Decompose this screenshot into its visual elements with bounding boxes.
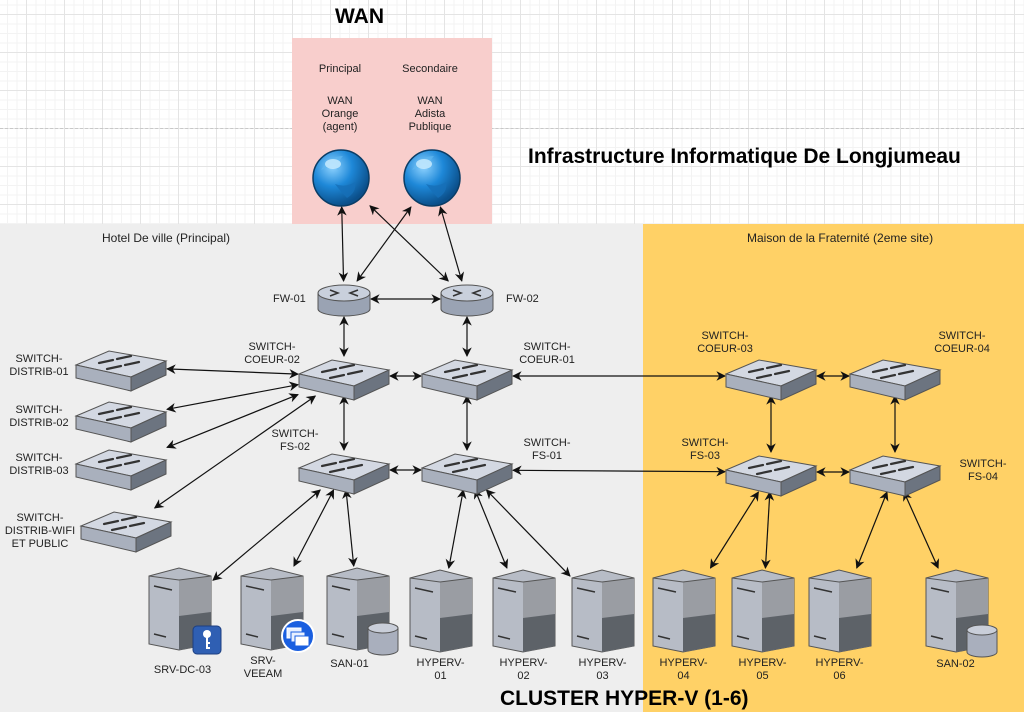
node-label-sc3: SWITCH- COEUR-03 — [697, 330, 753, 355]
link-sf2-san1[interactable] — [342, 489, 358, 567]
server-icon[interactable] — [925, 569, 998, 658]
grid-guide-line — [0, 128, 1024, 129]
switch-icon[interactable] — [420, 359, 514, 401]
node-label-sf4: SWITCH- FS-04 — [959, 458, 1007, 483]
node-label-fw1: FW-01 — [273, 293, 306, 305]
node-label-h6: HYPERV- 06 — [815, 657, 864, 682]
zone-label-maison-fraternite: Maison de la Fraternité (2eme site) — [747, 231, 934, 245]
link-fw2-wan2[interactable] — [438, 206, 465, 282]
wan-title: WAN — [335, 5, 384, 28]
switch-icon[interactable] — [724, 455, 818, 497]
link-sf2-dc3[interactable] — [212, 489, 321, 581]
zone-label-hotel-de-ville: Hotel De ville (Principal) — [102, 231, 231, 245]
server-icon[interactable] — [492, 569, 556, 653]
node-label-sc1: SWITCH- COEUR-01 — [519, 341, 575, 366]
link-sf4-san2[interactable] — [903, 491, 939, 569]
node-label-sd1: SWITCH- DISTRIB-01 — [9, 353, 69, 378]
server-icon[interactable] — [731, 569, 795, 653]
server-icon[interactable] — [571, 569, 635, 653]
server-icon[interactable] — [808, 569, 872, 653]
wan-label-orange: WAN Orange (agent) — [321, 95, 359, 133]
link-fw2-wan1[interactable] — [369, 205, 449, 282]
switch-icon[interactable] — [848, 455, 942, 497]
node-label-dc3: SRV-DC-03 — [153, 664, 212, 676]
link-sd2-sc2[interactable] — [166, 381, 299, 413]
node-label-sc2: SWITCH- COEUR-02 — [244, 341, 300, 366]
switch-icon[interactable] — [848, 359, 942, 401]
switch-icon[interactable] — [420, 453, 514, 495]
link-sf1-h1[interactable] — [445, 489, 467, 569]
node-label-san1: SAN-01 — [330, 658, 369, 670]
node-label-sc4: SWITCH- COEUR-04 — [934, 330, 990, 355]
node-label-sd2: SWITCH- DISTRIB-02 — [9, 404, 69, 429]
wan-label-adista: WAN Adista Publique — [408, 95, 452, 133]
globe-icon[interactable] — [312, 149, 370, 207]
router-icon[interactable] — [440, 284, 494, 317]
diagram-title: Infrastructure Informatique De Longjumea… — [528, 145, 961, 168]
switch-icon[interactable] — [74, 449, 168, 491]
windows-icon — [281, 619, 315, 653]
wan-role-principal: Principal — [318, 63, 362, 75]
link-sf3-h4[interactable] — [709, 491, 759, 569]
server-icon[interactable] — [409, 569, 473, 653]
switch-icon[interactable] — [79, 511, 173, 553]
link-fw1-wan1[interactable] — [337, 206, 349, 282]
key-icon — [192, 625, 222, 655]
node-label-sdw: SWITCH- DISTRIB-WIFI ET PUBLIC — [4, 512, 76, 550]
switch-icon[interactable] — [74, 350, 168, 392]
switch-icon[interactable] — [297, 359, 391, 401]
switch-icon[interactable] — [724, 359, 818, 401]
link-sf1-h2[interactable] — [473, 489, 509, 569]
wan-role-secondaire: Secondaire — [402, 63, 458, 75]
node-label-sf1: SWITCH- FS-01 — [523, 437, 571, 462]
node-label-h1: HYPERV- 01 — [416, 657, 465, 682]
link-sd1-sc2[interactable] — [166, 364, 299, 379]
link-fw1-wan2[interactable] — [356, 206, 412, 282]
node-label-sf3: SWITCH- FS-03 — [681, 437, 729, 462]
database-icon — [367, 622, 399, 656]
link-sdw-sc2[interactable] — [153, 395, 317, 509]
link-sf1-sf3[interactable] — [512, 465, 726, 477]
node-label-h4: HYPERV- 04 — [659, 657, 708, 682]
node-label-h3: HYPERV- 03 — [578, 657, 627, 682]
node-label-h5: HYPERV- 05 — [738, 657, 787, 682]
link-sf3-h5[interactable] — [761, 491, 775, 569]
server-icon[interactable] — [148, 567, 222, 655]
server-icon[interactable] — [326, 567, 399, 656]
server-icon[interactable] — [652, 569, 716, 653]
database-icon — [966, 624, 998, 658]
node-label-sd3: SWITCH- DISTRIB-03 — [9, 452, 69, 477]
link-sf4-h6[interactable] — [855, 491, 889, 569]
node-label-veeam: SRV- VEEAM — [243, 655, 283, 680]
node-label-san2: SAN-02 — [936, 658, 975, 670]
link-sf2-veeam[interactable] — [293, 489, 335, 567]
switch-icon[interactable] — [74, 401, 168, 443]
node-label-h2: HYPERV- 02 — [499, 657, 548, 682]
node-label-fw2: FW-02 — [506, 293, 539, 305]
switch-icon[interactable] — [297, 453, 391, 495]
globe-icon[interactable] — [403, 149, 461, 207]
link-sf1-h3[interactable] — [485, 489, 571, 577]
server-icon[interactable] — [240, 567, 315, 653]
node-label-sf2: SWITCH- FS-02 — [271, 428, 319, 453]
router-icon[interactable] — [317, 284, 371, 317]
cluster-title: CLUSTER HYPER-V (1-6) — [500, 687, 749, 710]
